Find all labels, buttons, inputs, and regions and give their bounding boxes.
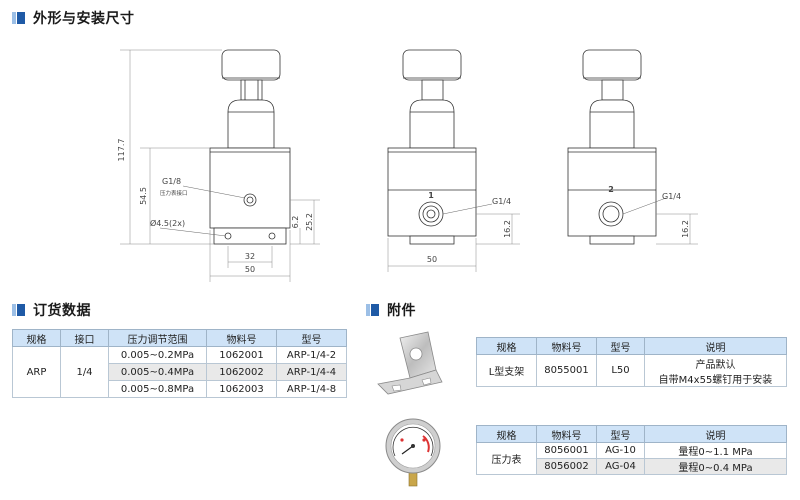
col-header: 物料号 [536, 337, 597, 355]
col-header: 型号 [596, 425, 645, 443]
order-title: 订货数据 [33, 303, 91, 319]
col-header: 型号 [276, 329, 347, 347]
table-row: 0.005~0.8MPa 1062003 ARP-1/4-8 [13, 380, 347, 398]
spec-cell: 压力表 [476, 442, 537, 475]
model-cell: ARP-1/4-2 [276, 346, 347, 364]
note-cell: 量程0~1.1 MPa [644, 442, 787, 459]
port-number-1: 1 [428, 191, 434, 200]
side-view [120, 49, 320, 282]
dim-total-height: 117.7 [117, 139, 126, 162]
material-cell: 8056002 [536, 458, 597, 475]
gauge-port-note: 压力表接口 [160, 189, 188, 197]
model-cell: L50 [596, 354, 645, 387]
section-marker-icon [12, 12, 25, 24]
table-row: L型支架 8055001 L50 产品默认 自带M4x55螺钉用于安装 [476, 354, 787, 387]
table-row: ARP 1/4 0.005~0.2MPa 1062001 ARP-1/4-2 [12, 346, 347, 398]
order-table-header: 规格 接口 压力调节范围 物料号 型号 [12, 329, 347, 347]
note-line-2: 自带M4x55螺钉用于安装 [658, 374, 773, 386]
gauge-table: 规格 物料号 型号 说明 压力表 8056001 AG-10 量程0~1.1 M… [476, 425, 787, 475]
port-number-2: 2 [608, 185, 614, 194]
section-marker-icon [366, 304, 379, 316]
mount-hole-label: Ø4.5(2x) [150, 218, 185, 228]
model-cell: ARP-1/4-4 [276, 363, 347, 381]
note-cell: 产品默认 自带M4x55螺钉用于安装 [644, 354, 787, 387]
note-line-1: 产品默认 [695, 359, 736, 371]
gauge-port-label: G1/8 [162, 177, 181, 186]
dim-body-height: 54.5 [139, 187, 148, 205]
dim-width-front: 50 [427, 255, 437, 264]
note-cell: 量程0~0.4 MPa [644, 458, 787, 475]
model-cell: AG-10 [596, 442, 645, 459]
bracket-table-header: 规格 物料号 型号 说明 [476, 337, 787, 355]
dimensions-title: 外形与安装尺寸 [33, 11, 135, 27]
dimensions-section-header: 外形与安装尺寸 [12, 8, 135, 28]
front-view-port-2 [567, 49, 698, 245]
gauge-table-header: 规格 物料号 型号 说明 [476, 425, 787, 443]
dim-port-height: 25.2 [305, 213, 314, 231]
dim-port-height-2: 16.2 [681, 220, 690, 238]
accessories-section-header: 附件 [366, 300, 416, 320]
col-header: 型号 [596, 337, 645, 355]
pressure-gauge-image [385, 418, 441, 487]
material-cell: 1062003 [206, 380, 277, 398]
range-cell: 0.005~0.2MPa [108, 346, 207, 364]
dim-port-offset: 6.2 [291, 216, 300, 229]
material-cell: 8055001 [536, 354, 597, 387]
table-row: 压力表 8056001 AG-10 量程0~1.1 MPa [476, 442, 787, 475]
accessories-title: 附件 [387, 303, 416, 319]
model-cell: ARP-1/4-8 [276, 380, 347, 398]
bracket-table: 规格 物料号 型号 说明 L型支架 8055001 L50 产品默认 自带M4x… [476, 337, 787, 387]
range-cell: 0.005~0.4MPa [108, 363, 207, 381]
port-label-1: G1/4 [492, 197, 511, 206]
col-header: 说明 [644, 337, 787, 355]
col-header: 物料号 [206, 329, 277, 347]
material-cell: 8056001 [536, 442, 597, 459]
port-label-2: G1/4 [662, 192, 681, 201]
material-cell: 1062001 [206, 346, 277, 364]
material-cell: 1062002 [206, 363, 277, 381]
table-row: 0.005~0.4MPa 1062002 ARP-1/4-4 [13, 363, 347, 381]
col-header: 规格 [476, 425, 537, 443]
table-row: 8056002 AG-04 量程0~0.4 MPa [477, 458, 787, 475]
dim-hole-spacing: 32 [245, 252, 255, 261]
col-header: 物料号 [536, 425, 597, 443]
col-header: 压力调节范围 [108, 329, 207, 347]
front-view-port-1 [387, 49, 520, 272]
col-header: 规格 [476, 337, 537, 355]
col-header: 接口 [60, 329, 109, 347]
order-table: 规格 接口 压力调节范围 物料号 型号 ARP 1/4 0.005~0.2MPa… [12, 329, 347, 398]
spec-cell: L型支架 [476, 354, 537, 387]
dim-port-height-1: 16.2 [503, 220, 512, 238]
model-cell: AG-04 [596, 458, 645, 475]
spec-cell: ARP [12, 346, 61, 398]
col-header: 说明 [644, 425, 787, 443]
port-cell: 1/4 [60, 346, 109, 398]
l-bracket-image [377, 331, 443, 395]
col-header: 规格 [12, 329, 61, 347]
dimension-drawing: 117.7 54.5 G1/8 压力表接口 Ø4.5(2x) 32 50 6.2… [117, 49, 698, 282]
dim-width-side: 50 [245, 265, 255, 274]
order-section-header: 订货数据 [12, 300, 91, 320]
section-marker-icon [12, 304, 25, 316]
range-cell: 0.005~0.8MPa [108, 380, 207, 398]
